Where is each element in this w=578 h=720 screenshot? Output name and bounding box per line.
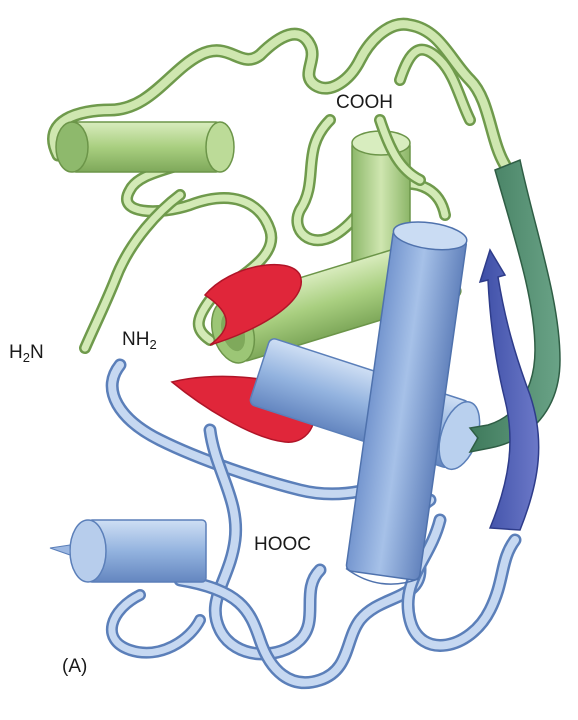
h2n-terminus-label: H2N <box>9 343 44 364</box>
h2n-n: N <box>30 342 44 363</box>
nh2-nh: NH <box>122 329 149 350</box>
green-helix-top-left <box>56 122 234 172</box>
blue-helix-bottom-left <box>50 520 206 582</box>
h2n-h: H <box>9 342 23 363</box>
h2n-subscript: 2 <box>23 350 30 365</box>
cooh-terminus-label: COOH <box>336 93 393 112</box>
nh2-terminus-label: NH2 <box>122 330 157 351</box>
panel-label: (A) <box>62 657 87 676</box>
hooc-terminus-label: HOOC <box>254 535 311 554</box>
nh2-subscript: 2 <box>149 337 156 352</box>
